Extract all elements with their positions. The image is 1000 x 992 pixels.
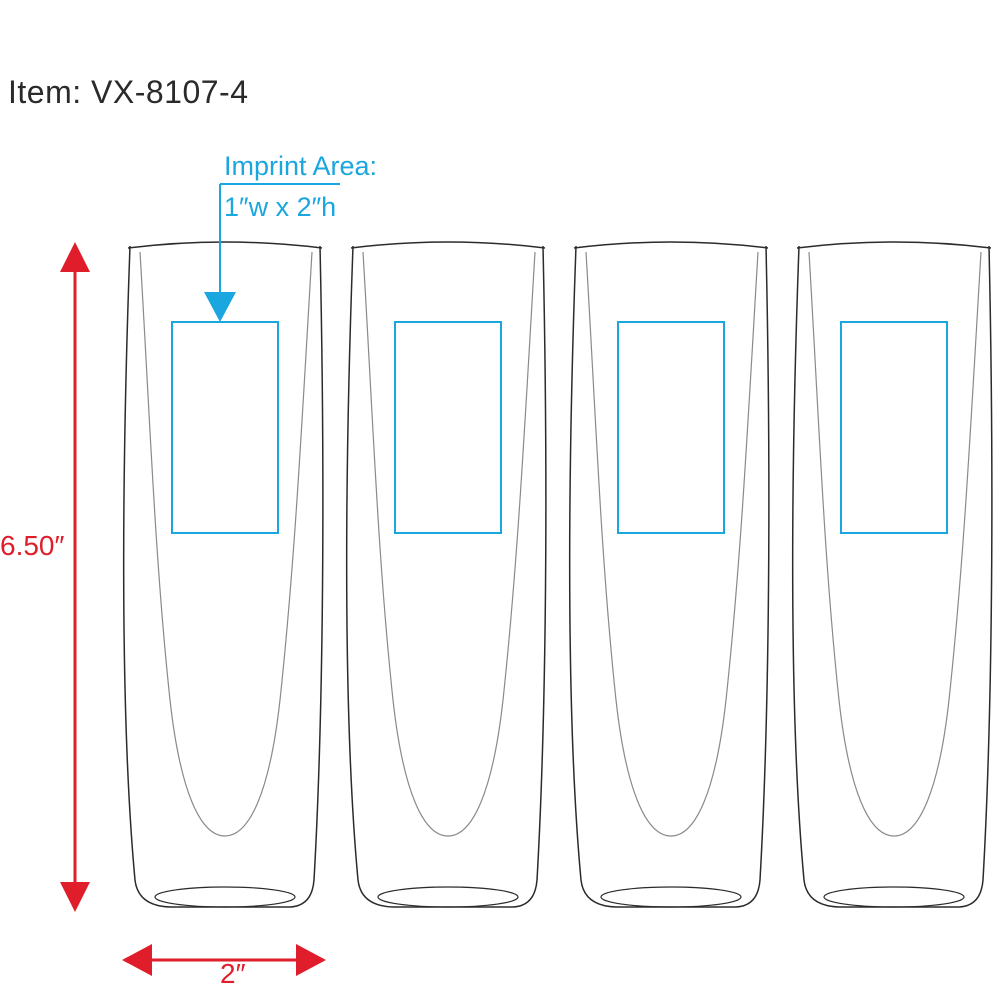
width-label: 2″ [220,958,246,989]
width-dimension [122,944,326,976]
glass-base [823,886,965,908]
glass-inner-wall [808,251,982,837]
imprint-pointer [204,183,340,322]
glass-base [154,886,296,908]
imprint-area-box [617,321,725,534]
imprint-area-box [394,321,502,534]
imprint-area-dimensions: 1″w x 2″h [224,192,337,222]
imprint-arrow-icon [204,292,236,322]
glass-inner-wall [139,251,313,837]
item-label: Item: VX-8107-4 [8,74,249,110]
glass-inner-wall [585,251,759,837]
right-arrow-icon [296,944,326,976]
height-label: 6.50″ [0,530,65,561]
left-arrow-icon [122,944,152,976]
glass-base [377,886,519,908]
imprint-area-title: Imprint Area: [224,151,378,181]
imprint-area-box [171,321,279,534]
glass [791,241,993,908]
imprint-area-box [840,321,948,534]
glass-rim [796,241,992,249]
glasses-group [122,241,993,908]
glass-outline [122,245,324,908]
glass [122,241,324,908]
glass-outline [345,245,547,908]
glass-outline [791,245,993,908]
glass-rim [573,241,769,249]
glass-outline [568,245,770,908]
glass [568,241,770,908]
up-arrow-icon [60,242,90,272]
glass-inner-wall [362,251,536,837]
glass-rim [350,241,546,249]
glass-rim [127,241,323,249]
glass-base [600,886,742,908]
height-dimension [60,242,90,912]
glass [345,241,547,908]
down-arrow-icon [60,882,90,912]
